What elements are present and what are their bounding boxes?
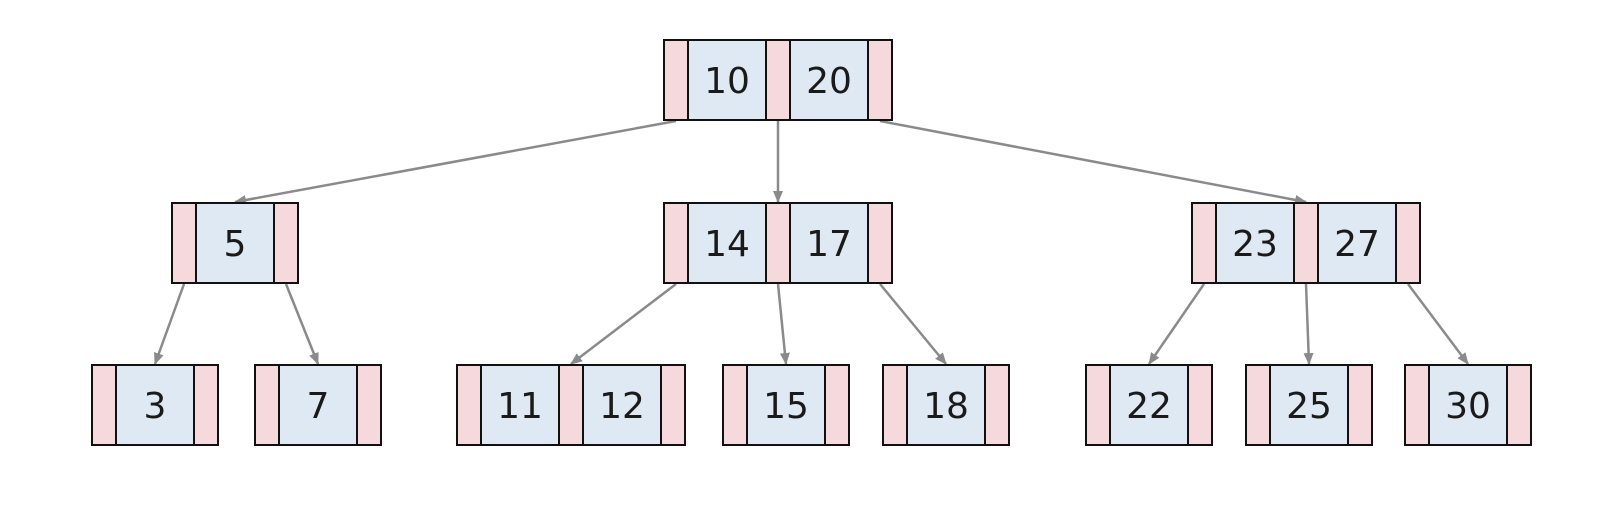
pointer-slot [984,364,1010,446]
pointer-slot [356,364,382,446]
edge-arrow [284,283,320,365]
key-cell [687,202,767,284]
pointer-slot [765,202,791,284]
key-cell [687,39,767,121]
pointer-slot [765,39,791,121]
nodes-layer: 10 20 5 14 17 23 27 3 7 11 12 15 18 22 25 30 [91,39,1532,446]
pointer-slot [722,364,748,446]
key-cell [1109,364,1189,446]
key-cell [906,364,986,446]
key-value: 14 [704,224,750,265]
leaf-node: 11 12 [456,364,686,446]
pointer-slot [1404,364,1430,446]
edge-arrow [153,283,186,365]
key-cell [1269,364,1349,446]
pointer-slot [1395,202,1421,284]
edge-arrow [1407,283,1469,365]
pointer-slot [1187,364,1213,446]
pointer-slot [1245,364,1271,446]
key-value: 30 [1445,386,1491,427]
edge-arrow [570,283,677,365]
key-value: 15 [763,386,809,427]
internal-node: 5 [171,202,299,284]
key-value: 23 [1232,224,1278,265]
pointer-slot [660,364,686,446]
key-cell [789,39,869,121]
pointer-slot [882,364,908,446]
pointer-slot [867,202,893,284]
pointer-slot [558,364,584,446]
edge-arrow [879,283,947,365]
key-value: 22 [1126,386,1172,427]
key-cell [1215,202,1295,284]
pointer-slot [1085,364,1111,446]
key-value: 12 [599,386,645,427]
key-value: 3 [144,386,167,427]
key-value: 17 [806,224,852,265]
edges-layer [153,119,1469,365]
pointer-slot [663,202,689,284]
leaf-node: 18 [882,364,1010,446]
key-value: 25 [1286,386,1332,427]
pointer-slot [273,202,299,284]
pointer-slot [1347,364,1373,446]
pointer-slot [456,364,482,446]
leaf-node: 25 [1245,364,1373,446]
pointer-slot [254,364,280,446]
internal-node: 14 17 [663,202,893,284]
key-value: 18 [923,386,969,427]
key-value: 10 [704,61,750,102]
leaf-node: 22 [1085,364,1213,446]
leaf-node: 15 [722,364,850,446]
pointer-slot [193,364,219,446]
edge-arrow [879,119,1307,205]
edge-arrow [1147,283,1206,365]
pointer-slot [1506,364,1532,446]
key-cell [1317,202,1397,284]
pointer-slot [171,202,197,284]
key-cell [278,364,358,446]
pointer-slot [1293,202,1319,284]
internal-node: 23 27 [1191,202,1421,284]
leaf-node: 7 [254,364,382,446]
key-cell [582,364,662,446]
edge-arrow [776,283,790,365]
key-value: 20 [806,61,852,102]
key-value: 7 [307,386,330,427]
key-cell [789,202,869,284]
pointer-slot [663,39,689,121]
key-cell [1428,364,1508,446]
key-value: 5 [224,224,247,265]
pointer-slot [824,364,850,446]
key-cell [746,364,826,446]
root-node: 10 20 [663,39,893,121]
pointer-slot [1191,202,1217,284]
pointer-slot [91,364,117,446]
key-value: 11 [497,386,543,427]
edge-arrow [234,119,677,205]
edge-arrow [1303,283,1314,365]
pointer-slot [867,39,893,121]
leaf-node: 30 [1404,364,1532,446]
key-value: 27 [1334,224,1380,265]
leaf-node: 3 [91,364,219,446]
